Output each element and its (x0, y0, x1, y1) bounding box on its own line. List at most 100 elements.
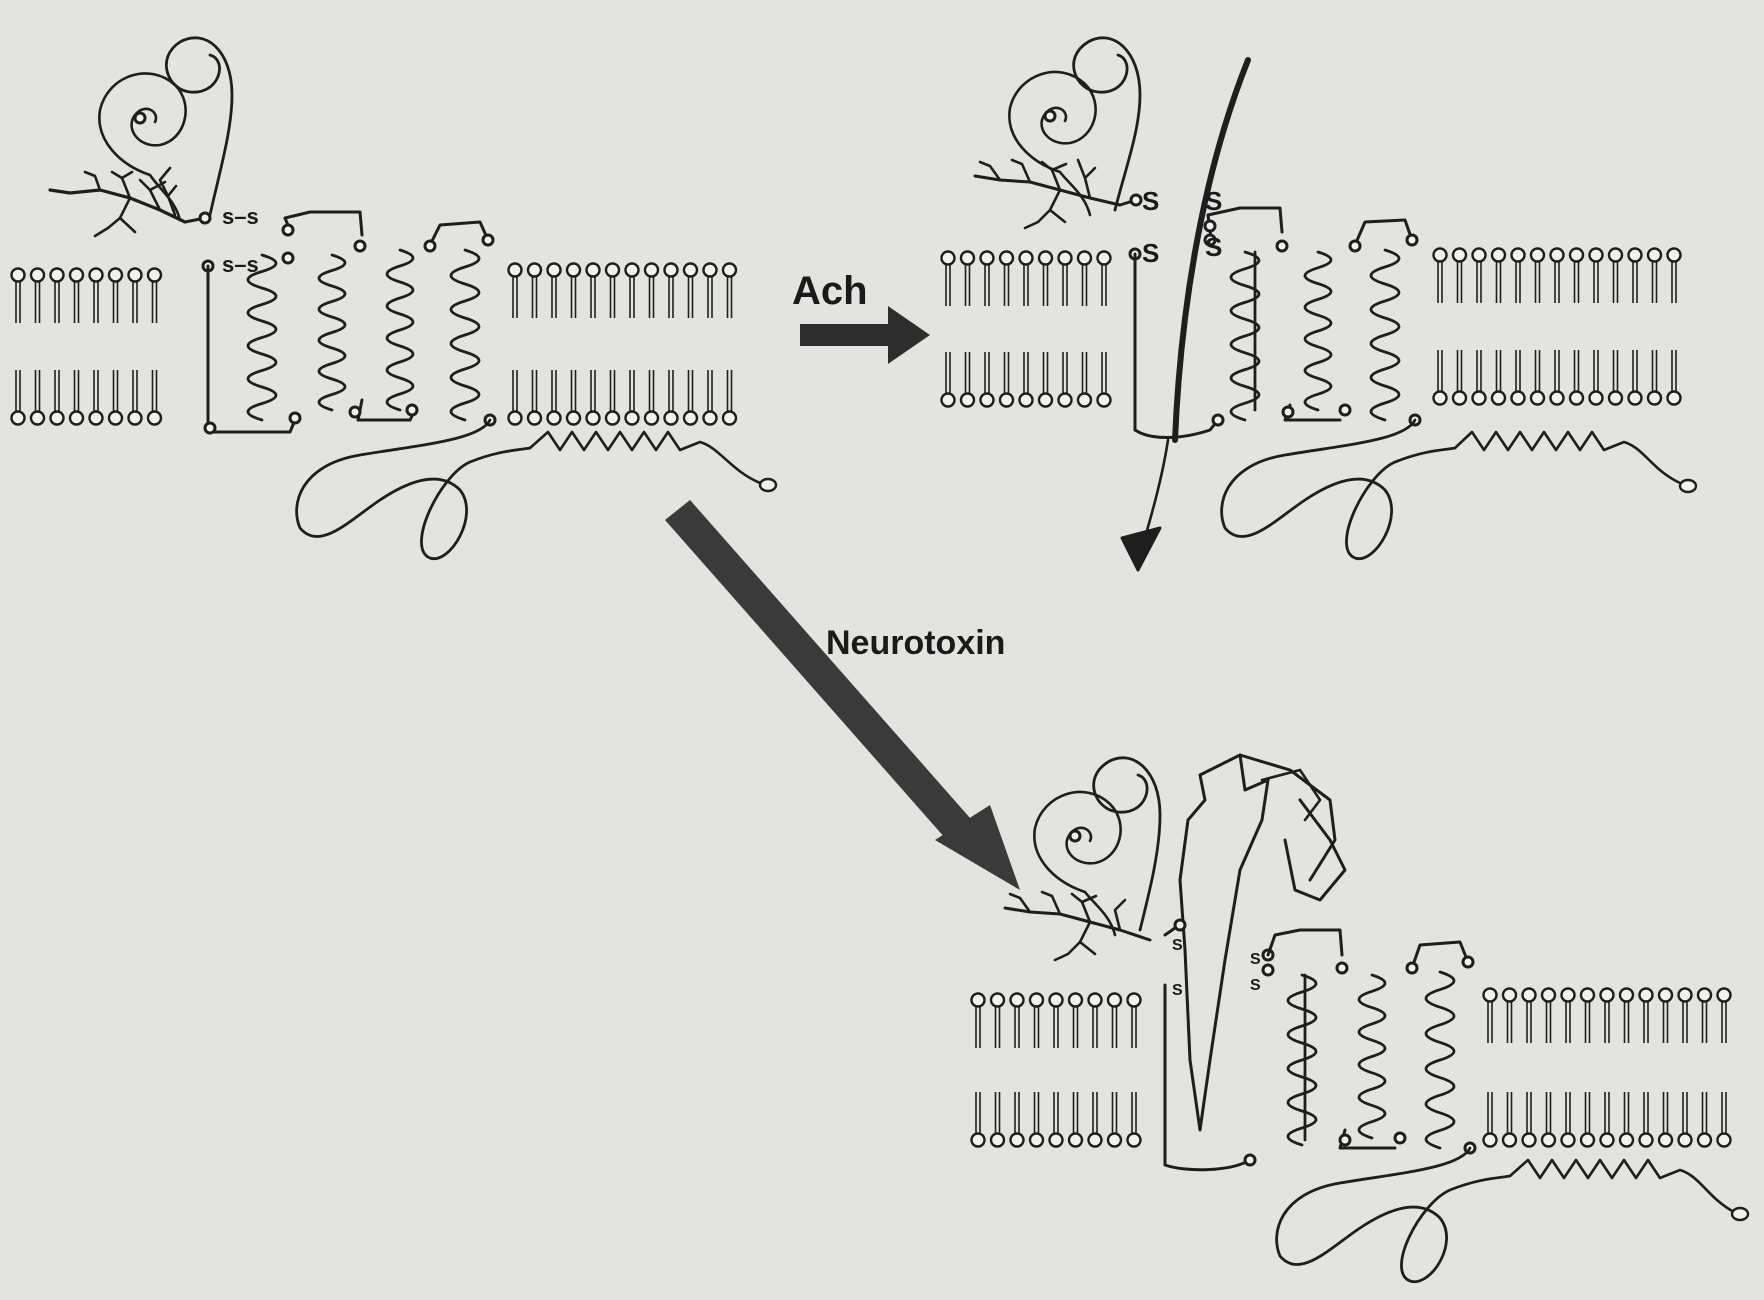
transmembrane-helix (451, 250, 479, 420)
lipid-head (1128, 1092, 1141, 1147)
lipid-head (1039, 352, 1052, 407)
lipid-head (972, 994, 985, 1049)
lipid-head (626, 264, 639, 319)
lipid-head (528, 264, 541, 319)
lipid-head (606, 370, 619, 425)
lipid-head (1434, 350, 1447, 405)
lipid-head (548, 370, 561, 425)
lipid-head (1011, 1092, 1024, 1147)
sulfur-label: S (1250, 977, 1261, 994)
lipid-head (942, 352, 955, 407)
lipid-head (606, 264, 619, 319)
transmembrane-helix (387, 250, 413, 410)
lipid-head (1030, 1092, 1043, 1147)
lipid-head (129, 269, 142, 324)
lipid-head (1562, 1092, 1575, 1147)
transmembrane-helix (1426, 972, 1454, 1148)
lipid-head (1484, 1092, 1497, 1147)
lipid-head (1050, 994, 1063, 1049)
membrane-left (972, 994, 1141, 1147)
lipid-head (1551, 350, 1564, 405)
sulfur-label: S (1142, 186, 1159, 216)
lipid-head (1718, 1092, 1731, 1147)
lipid-head (1668, 249, 1681, 304)
lipid-head (981, 252, 994, 307)
lipid-head (1089, 1092, 1102, 1147)
lipid-head (1453, 249, 1466, 304)
lipid-head (665, 264, 678, 319)
lipid-head (704, 370, 717, 425)
lipid-head (1039, 252, 1052, 307)
lipid-head (1011, 994, 1024, 1049)
lipid-head (1020, 252, 1033, 307)
lipid-head (991, 1092, 1004, 1147)
sulfur-label: S (1172, 937, 1183, 954)
lipid-head (1473, 249, 1486, 304)
lipid-head (684, 370, 697, 425)
transmembrane-helix (1359, 975, 1385, 1138)
lipid-head (1000, 352, 1013, 407)
lipid-head (1679, 989, 1692, 1044)
lipid-head (1512, 350, 1525, 405)
lipid-head (1453, 350, 1466, 405)
lipid-head (1581, 989, 1594, 1044)
lipid-head (109, 269, 122, 324)
membrane-right (509, 264, 737, 425)
lipid-head (109, 370, 122, 425)
lipid-head (1659, 989, 1672, 1044)
receptor-chain (50, 38, 776, 559)
neurotoxin-label: Neurotoxin (826, 624, 1005, 662)
lipid-head (1648, 350, 1661, 405)
lipid-head (1609, 249, 1622, 304)
transmembrane-helix (1305, 252, 1331, 410)
lipid-head (70, 370, 83, 425)
lipid-head (645, 370, 658, 425)
lipid-head (1503, 1092, 1516, 1147)
membrane-left (12, 269, 162, 425)
sulfur-label: S (1205, 232, 1222, 262)
lipid-head (148, 269, 161, 324)
lipid-head (1089, 994, 1102, 1049)
lipid-head (1069, 1092, 1082, 1147)
lipid-head (1590, 350, 1603, 405)
lipid-head (723, 264, 736, 319)
lipid-head (942, 252, 955, 307)
lipid-head (1098, 352, 1111, 407)
lipid-head (1698, 1092, 1711, 1147)
ach-arrow: Ach (792, 269, 930, 364)
lipid-head (961, 352, 974, 407)
neurotoxin-arrow: Neurotoxin (665, 500, 1020, 890)
lipid-head (509, 370, 522, 425)
lipid-head (148, 370, 161, 425)
lipid-head (1078, 252, 1091, 307)
lipid-head (1698, 989, 1711, 1044)
lipid-head (528, 370, 541, 425)
lipid-head (567, 370, 580, 425)
lipid-head (1128, 994, 1141, 1049)
lipid-head (684, 264, 697, 319)
lipid-head (1562, 989, 1575, 1044)
lipid-head (626, 370, 639, 425)
disulfide-label-top: s–s (222, 204, 259, 229)
lipid-head (1648, 249, 1661, 304)
lipid-head (1620, 989, 1633, 1044)
lipid-head (1020, 352, 1033, 407)
lipid-head (51, 269, 64, 324)
lipid-head (1629, 249, 1642, 304)
sulfur-label: S (1205, 186, 1222, 216)
lipid-head (587, 264, 600, 319)
transmembrane-helix (319, 255, 345, 410)
membrane-left (942, 252, 1111, 407)
lipid-head (1581, 1092, 1594, 1147)
lipid-head (1492, 350, 1505, 405)
lipid-head (704, 264, 717, 319)
lipid-head (1050, 1092, 1063, 1147)
lipid-head (1620, 1092, 1633, 1147)
lipid-head (1668, 350, 1681, 405)
lipid-head (70, 269, 83, 324)
lipid-head (1108, 1092, 1121, 1147)
lipid-head (587, 370, 600, 425)
transmembrane-helix (248, 255, 276, 420)
lipid-head (1069, 994, 1082, 1049)
